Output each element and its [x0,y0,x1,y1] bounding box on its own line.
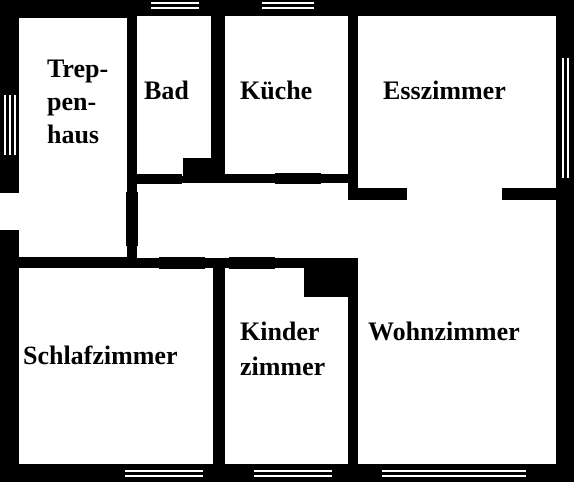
opening-entrance [0,193,21,230]
door-bad[interactable] [136,174,182,184]
window-bad [151,2,199,9]
room-esszimmer [358,16,556,188]
label-treppenhaus-3: haus [47,120,99,149]
label-esszimmer: Esszimmer [383,76,506,105]
room-treppenhaus [19,18,127,257]
door-kueche[interactable] [275,173,321,184]
door-kinderzimmer[interactable] [229,257,275,269]
room-wohnzimmer [358,200,556,464]
window-wohnzimmer [382,470,526,477]
window-schlafzimmer [125,470,203,477]
label-wohnzimmer: Wohnzimmer [368,317,520,346]
label-schlafzimmer: Schlafzimmer [23,341,178,370]
opening-flur-wohn [346,200,360,258]
room-kinderzimmer [225,268,348,464]
doors [126,173,321,269]
room-bad [137,16,211,176]
window-esszimmer [562,58,569,178]
windows [4,2,569,477]
room-labels: Trep- pen- haus Bad Küche Esszimmer Schl… [23,54,520,381]
label-treppenhaus-1: Trep- [47,54,108,83]
label-kueche: Küche [240,76,312,105]
opening-ess-wohn [407,186,502,202]
label-bad: Bad [144,76,189,105]
door-treppenhaus[interactable] [126,192,138,246]
door-schlafzimmer[interactable] [159,257,205,269]
room-schlafzimmer [19,268,213,464]
room-flur [137,183,348,258]
window-kinderzimmer [254,470,332,477]
window-kueche [262,2,314,9]
room-kueche [225,16,348,174]
label-treppenhaus-2: pen- [47,87,96,116]
label-kinderzimmer-2: zimmer [240,352,325,381]
room-floors [0,16,556,464]
label-kinderzimmer-1: Kinder [240,317,319,346]
window-treppenhaus [4,95,16,155]
